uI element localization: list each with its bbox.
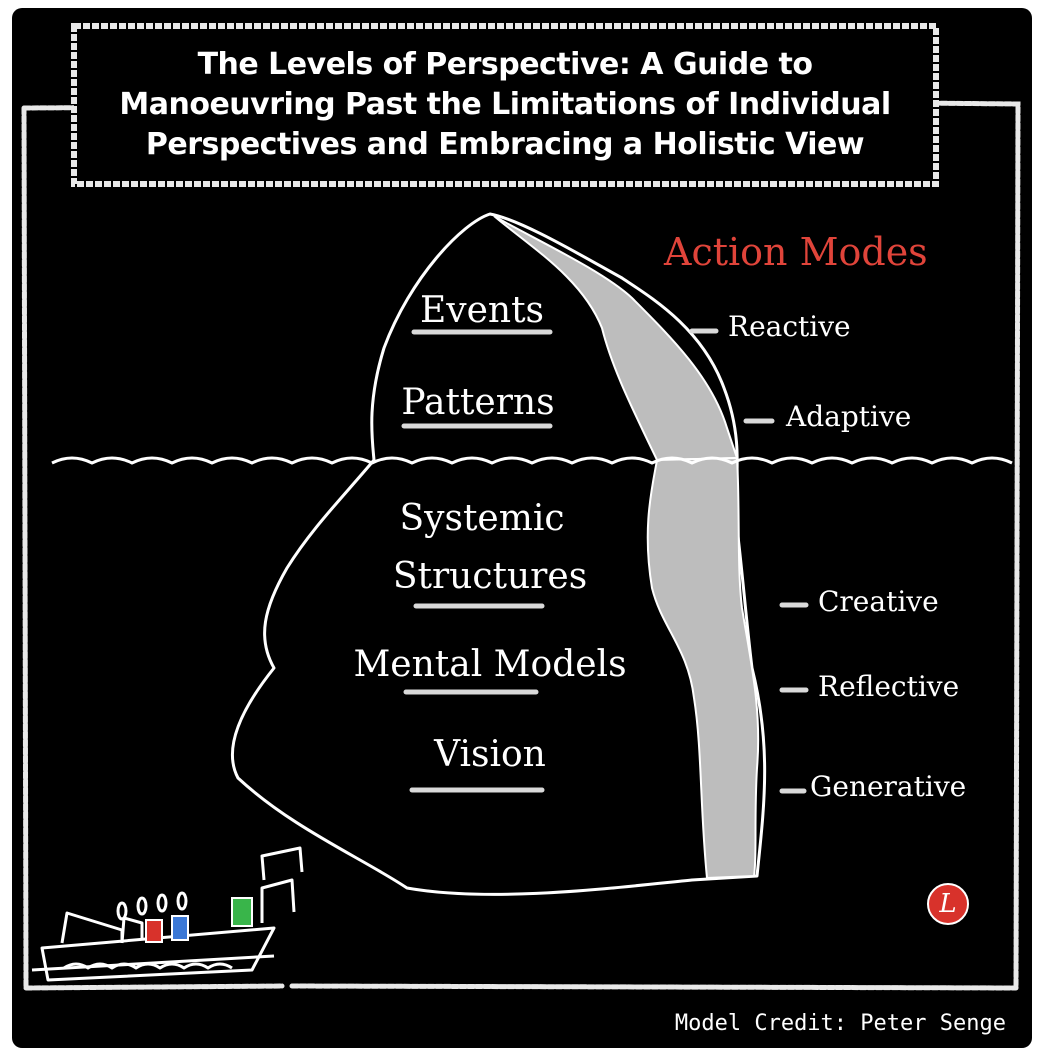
title-line-3: Perspectives and Embracing a Holistic Vi… <box>145 127 865 162</box>
logo-badge-letter: L <box>939 889 957 919</box>
action-modes-title: Action Modes <box>664 230 928 274</box>
level-vision: Vision <box>434 734 546 775</box>
level-mental-models: Mental Models <box>353 644 627 685</box>
ship-flag-red <box>145 919 163 943</box>
ship-flag-blue <box>171 915 189 941</box>
level-patterns: Patterns <box>401 382 555 423</box>
title-line-2: Manoeuvring Past the Limitations of Indi… <box>119 87 891 122</box>
diagram-art <box>21 23 1021 991</box>
level-events: Events <box>419 290 545 331</box>
mode-reactive: Reactive <box>728 310 851 343</box>
level-structures: Structures <box>392 556 588 597</box>
level-underlines <box>401 329 553 793</box>
water-line-icon <box>51 456 1013 465</box>
mode-adaptive: Adaptive <box>786 400 912 433</box>
mode-generative: Generative <box>810 770 967 803</box>
chalkboard: The Levels of Perspective: A Guide to Ma… <box>12 8 1032 1048</box>
iceberg-shade-top <box>493 215 739 462</box>
iceberg-shade-bottom <box>646 456 760 880</box>
page-title: The Levels of Perspective: A Guide to Ma… <box>74 26 936 184</box>
logo-badge-icon <box>927 883 969 925</box>
ship-funnel-green <box>231 897 253 927</box>
title-frame <box>71 23 939 187</box>
mode-creative: Creative <box>818 585 939 618</box>
ship-icon <box>31 846 304 982</box>
level-systemic: Systemic <box>399 498 565 539</box>
mode-dashes <box>689 328 809 794</box>
model-credit: Model Credit: Peter Senge <box>674 1011 1006 1036</box>
title-line-1: The Levels of Perspective: A Guide to <box>197 47 813 82</box>
mode-reflective: Reflective <box>818 670 960 703</box>
